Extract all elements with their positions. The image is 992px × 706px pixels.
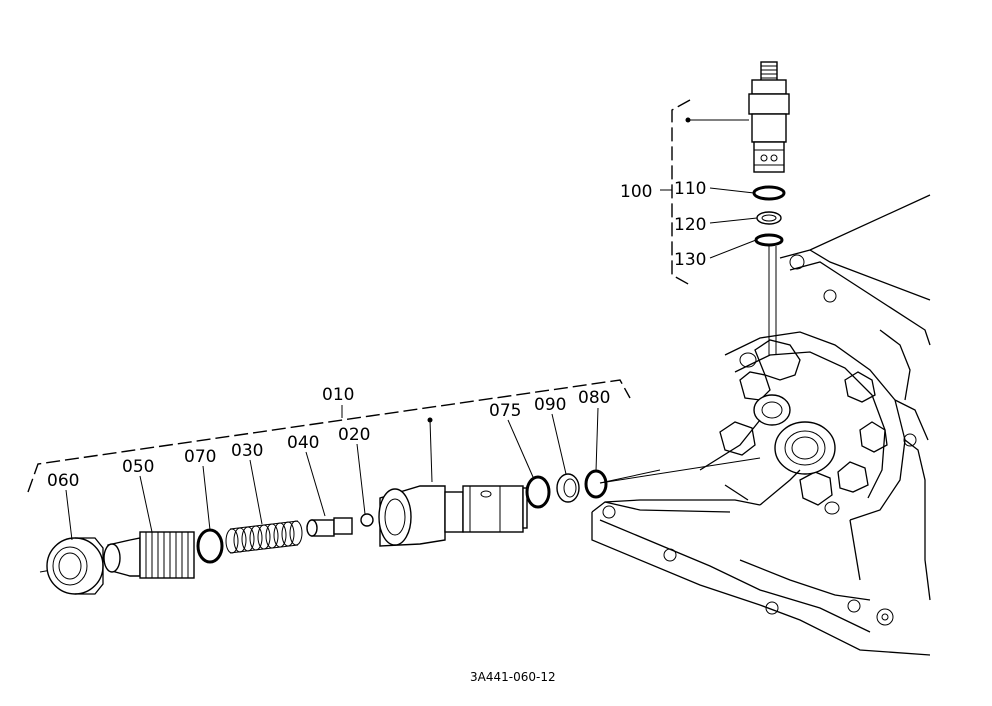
threaded-plug-050 [103, 531, 195, 579]
label-075: 075 [489, 401, 521, 421]
ball-020 [360, 513, 374, 527]
leader-010-body [429, 419, 433, 483]
o-ring-070 [196, 528, 224, 564]
label-020: 020 [338, 425, 370, 445]
label-100: 100 [620, 182, 652, 202]
leader-050 [139, 475, 153, 533]
group-100-bracket [671, 99, 691, 286]
label-090: 090 [534, 395, 566, 415]
o-ring-130 [754, 233, 784, 247]
leader-060 [65, 489, 73, 541]
leader-070 [202, 465, 211, 531]
leader-dot-100 [685, 117, 691, 123]
seat-pin-040 [306, 517, 353, 537]
backup-ring-120-inner [761, 214, 777, 222]
o-ring-110 [752, 185, 786, 201]
backup-ring-120 [756, 211, 782, 225]
plug-nut-060 [46, 537, 104, 595]
label-050: 050 [122, 457, 154, 477]
label-040: 040 [287, 433, 319, 453]
label-110: 110 [674, 179, 706, 199]
drawing-code: 3A441-060-12 [470, 670, 556, 684]
leader-020 [356, 443, 366, 515]
o-ring-075 [525, 475, 551, 509]
group-010-bracket [27, 379, 631, 493]
leader-030 [249, 459, 263, 525]
label-120: 120 [674, 215, 706, 235]
axis-line-horizontal-3 [599, 469, 661, 484]
label-070: 070 [184, 447, 216, 467]
o-ring-080 [584, 469, 608, 499]
label-080: 080 [578, 388, 610, 408]
valve-body-010 [378, 485, 528, 547]
label-060: 060 [47, 471, 79, 491]
leader-110 [709, 187, 755, 194]
valve-housing [591, 194, 931, 656]
leader-dot-010 [427, 417, 433, 423]
backup-ring-090 [556, 473, 580, 503]
spring-030 [225, 520, 303, 554]
leader-080 [595, 407, 599, 472]
leader-040 [305, 451, 326, 517]
relief-valve-cartridge [748, 61, 790, 173]
label-130: 130 [674, 250, 706, 270]
axis-line-horizontal-2 [599, 457, 761, 484]
leader-075 [507, 419, 534, 478]
leader-120 [709, 217, 758, 224]
label-010: 010 [322, 385, 354, 405]
leader-090 [551, 413, 567, 475]
label-030: 030 [231, 441, 263, 461]
leader-130 [709, 239, 757, 259]
